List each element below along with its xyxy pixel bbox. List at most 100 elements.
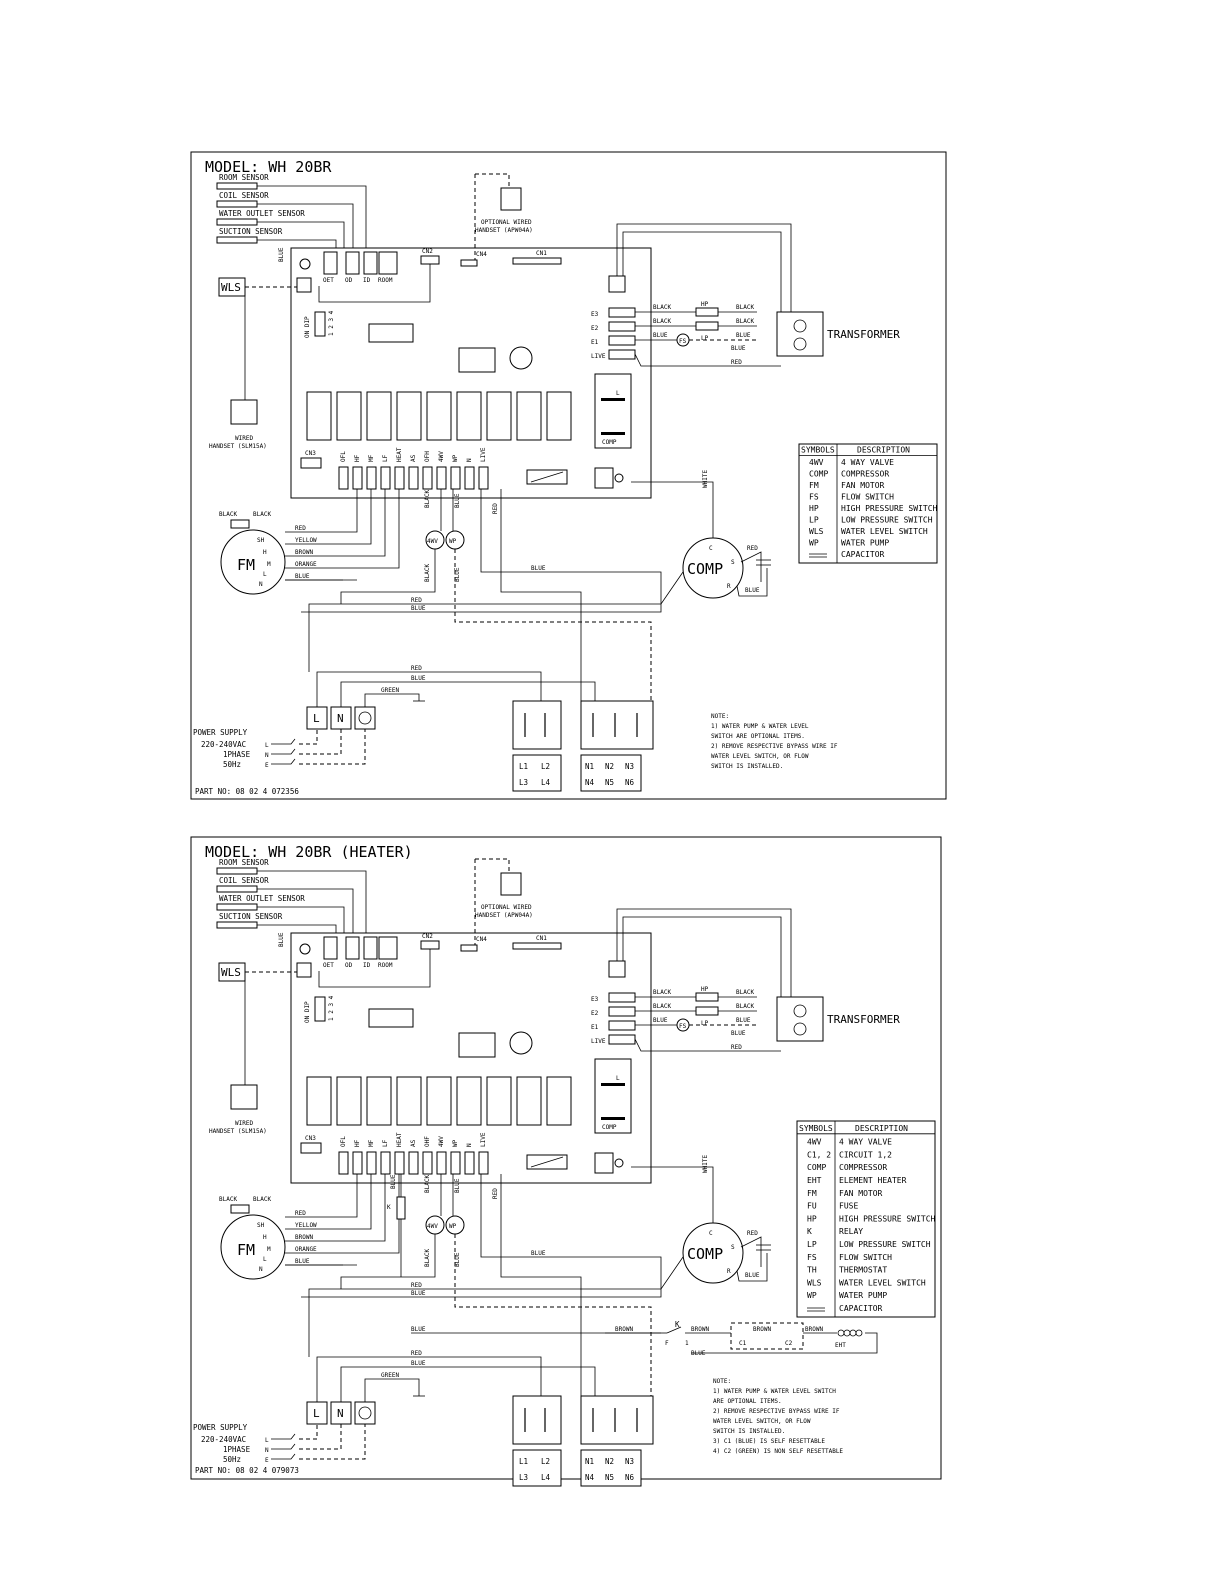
power-line-drop-0: [299, 729, 318, 745]
wired-handset-label-1: HANDSET (SLM15A): [209, 1128, 267, 1135]
optional-handset-label-0: OPTIONAL WIRED: [481, 904, 532, 911]
sensor-connector-3: [378, 251, 398, 275]
sensor-wire-1: [257, 203, 354, 248]
relay-2: [366, 1076, 392, 1126]
sensor-wire-0: [257, 870, 367, 933]
symbol-description-1: COMPRESSOR: [841, 470, 889, 479]
relay-6: [486, 1076, 512, 1126]
symbol-code-4: FM: [807, 1189, 817, 1198]
optional-handset-label-0: OPTIONAL WIRED: [481, 219, 532, 226]
pcb-mount-hole: [299, 943, 311, 955]
symbol-code-12: WP: [807, 1291, 817, 1300]
mains-terminal-earth: [354, 1401, 376, 1425]
microcontroller-chip: [368, 1008, 414, 1028]
wire-label-wp-blue-2: BLUE: [454, 567, 461, 582]
sensor-label-3: SUCTION SENSOR: [219, 227, 283, 236]
wls-connector: [296, 277, 312, 293]
transformer-coil-2: [793, 1022, 807, 1036]
comp-pin-s: S: [731, 1244, 735, 1251]
four-way-valve-label: 4WV: [427, 1223, 438, 1230]
terminal-block-l: [512, 1395, 562, 1445]
wire-label-wp-blue-2: BLUE: [454, 1252, 461, 1267]
four-way-valve-label: 4WV: [427, 538, 438, 545]
wls-wire-label: BLUE: [278, 932, 285, 947]
cn4-connector: [460, 944, 478, 952]
wire-live: [500, 1174, 582, 1397]
fan-wire-1: [285, 489, 372, 545]
terminal-id-row2-0: L3: [519, 778, 528, 787]
terminal-label-0: E3: [591, 311, 599, 318]
fan-cap-label-b: BLACK: [253, 1196, 271, 1203]
comp-plug: [594, 467, 614, 489]
symbol-code-6: WLS: [809, 527, 824, 536]
comp-wire-red-label: RED: [747, 1230, 758, 1237]
sensor-probe-3: [216, 236, 258, 244]
note-line-6: 3) C1 (BLUE) IS SELF RESETTABLE: [713, 1438, 825, 1445]
wire-label-black-e3: BLACK: [653, 304, 671, 311]
terminal-E1: [608, 335, 636, 346]
comp-terminal-comp: [601, 1117, 625, 1120]
terminal-label-1: E2: [591, 325, 599, 332]
dip-switch: [314, 311, 326, 337]
sensor-probe-2: [216, 218, 258, 226]
optional-handset-cable-top: [475, 858, 510, 873]
relay-4: [426, 391, 452, 441]
fan-wire-0: [285, 1174, 358, 1218]
symbol-description-1: CIRCUIT 1,2: [839, 1150, 892, 1159]
terminal-label-2: E1: [591, 339, 599, 346]
thermostat-box: [730, 1322, 804, 1350]
power-line-label-2: E: [265, 1457, 269, 1464]
relay-terminal-label-7: 4WV: [438, 451, 445, 462]
heater-relay-coil: [396, 1196, 406, 1220]
sensor-probe-2: [216, 903, 258, 911]
fan-wire-2: [285, 1174, 386, 1242]
dip-numbers: 1 2 3 4: [328, 310, 335, 336]
sensor-probe-0: [216, 182, 258, 190]
relay-7: [516, 1076, 542, 1126]
lp-switch: [695, 321, 719, 331]
symbol-code-1: C1, 2: [807, 1150, 831, 1159]
sensor-connector-1: [345, 251, 360, 275]
terminal-id-row4-0: N4: [585, 1473, 595, 1482]
relay-terminal-label-9: N: [466, 458, 473, 462]
symbol-code-1: COMP: [809, 470, 828, 479]
fan-wire-label-4: BLUE: [295, 573, 310, 580]
earth-green-label: GREEN: [381, 1372, 399, 1379]
wire-label-blue-e1b: BLUE: [736, 332, 751, 339]
sensor-wire-2: [257, 906, 345, 933]
fan-motor-pin-0: SH: [257, 1222, 265, 1229]
mains-red-label: RED: [411, 665, 422, 672]
comp-pin-c: C: [709, 1230, 713, 1237]
compressor-label: COMP: [687, 560, 723, 578]
fan-wire-label-2: BROWN: [295, 549, 313, 556]
sensor-probe-0: [216, 867, 258, 875]
wire-label-wp-blue: BLUE: [454, 1178, 461, 1193]
wire-wp-bypass: [454, 549, 652, 712]
buzzer: [509, 1031, 533, 1055]
sensor-wire-1: [257, 888, 354, 933]
symbol-description-4: HIGH PRESSURE SWITCH: [841, 504, 938, 513]
relay-6: [486, 391, 512, 441]
common-blue: [301, 600, 662, 613]
main-pcb: [290, 247, 652, 499]
power-line-drop-2: [299, 1424, 366, 1460]
terminal-E3: [608, 992, 636, 1003]
comp-common-red: [308, 1256, 684, 1357]
comp-common-red: [308, 571, 684, 672]
sensor-probe-1: [216, 885, 258, 893]
symbol-code-0: 4WV: [809, 458, 824, 467]
wire-label-red-common: RED: [411, 1282, 422, 1289]
symbol-description-6: HIGH PRESSURE SWITCH: [839, 1214, 936, 1223]
sensor-label-2: WATER OUTLET SENSOR: [219, 894, 305, 903]
symbol-description-5: LOW PRESSURE SWITCH: [841, 516, 933, 525]
comp-terminal-l: [601, 1083, 625, 1086]
sensor-connector-0: [323, 936, 338, 960]
relay-7: [516, 391, 542, 441]
fan-motor-label: FM: [237, 556, 255, 574]
mains-blue: [340, 1366, 596, 1422]
symbol-code-5: FU: [807, 1202, 817, 1211]
wire-label-black-e2b: BLACK: [736, 318, 754, 325]
cn1-connector: [512, 257, 562, 265]
note-line-4: WATER LEVEL SWITCH, OR FLOW: [713, 1418, 811, 1425]
